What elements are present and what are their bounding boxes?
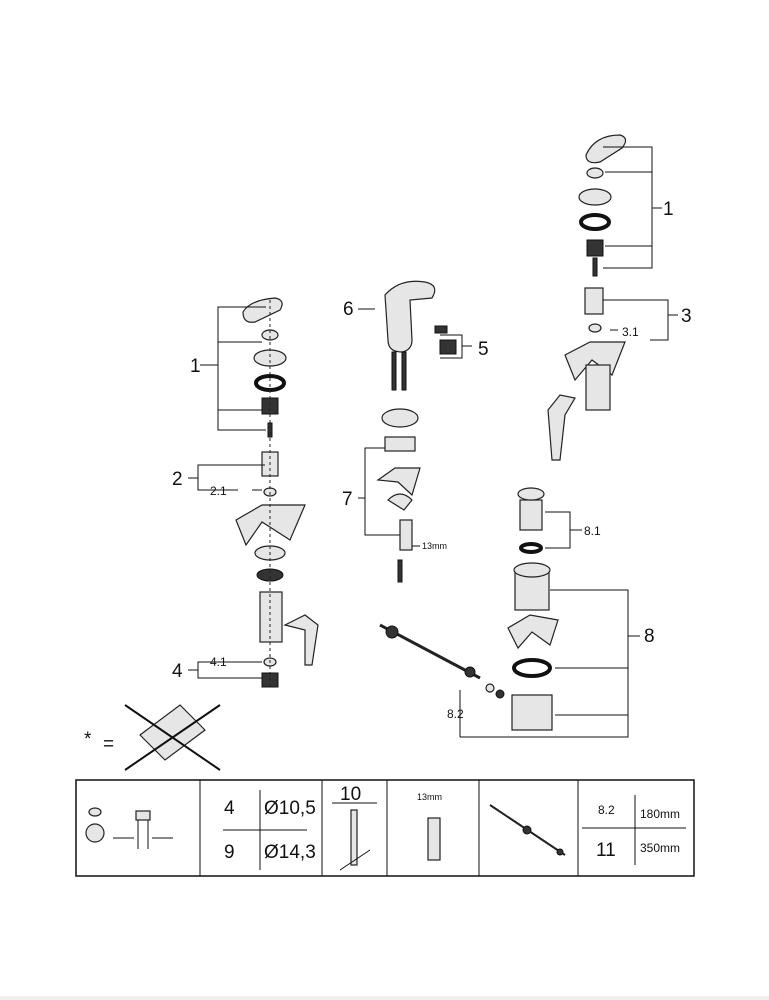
cleaner-box <box>139 704 206 761</box>
rod-ball <box>464 666 476 678</box>
asterisk: * <box>84 729 92 750</box>
rod-knob <box>385 625 399 639</box>
adapter <box>586 239 604 257</box>
nut-icon <box>85 823 105 843</box>
cross-line <box>124 704 221 771</box>
length-part-11: 11 <box>596 840 616 861</box>
wrench-icon <box>427 817 441 861</box>
right-handle <box>585 134 627 164</box>
no-cleaning-agent-note: * = <box>84 704 221 771</box>
nut <box>256 568 284 582</box>
drain-bracket <box>507 614 559 650</box>
callout-8-2: 8.2 <box>447 707 464 721</box>
spindle <box>592 257 598 277</box>
callout-2-1: 2.1 <box>210 484 227 498</box>
size-part-4: 4 <box>224 798 235 819</box>
rod-seal <box>485 683 495 693</box>
horseshoe-washer <box>387 493 413 511</box>
callout-5: 5 <box>478 339 489 360</box>
threaded-body <box>585 364 611 411</box>
washer <box>586 167 604 179</box>
mounting-nut <box>399 519 413 551</box>
callout-1-right: 1 <box>663 199 674 220</box>
threaded-body <box>259 591 283 643</box>
supply-pipe <box>401 351 407 391</box>
tool-10-icon <box>350 809 358 866</box>
length-value-11: 350mm <box>640 841 680 855</box>
size-part-9: 9 <box>224 842 235 863</box>
seal <box>588 323 602 333</box>
callout-3: 3 <box>681 306 692 327</box>
callout-8: 8 <box>644 626 655 647</box>
o-ring <box>579 213 611 231</box>
callout-4-1: 4.1 <box>210 655 227 669</box>
aerator <box>439 339 457 355</box>
cover-plate <box>578 188 612 206</box>
bracket <box>376 467 421 497</box>
wrench-size-label: 13mm <box>422 541 447 551</box>
base-gasket <box>381 408 419 428</box>
rod-nut <box>495 689 505 699</box>
wrench-size-table: 13mm <box>417 792 442 802</box>
callout-6: 6 <box>343 299 354 320</box>
cartridge <box>584 287 604 315</box>
drain-gasket <box>512 658 552 678</box>
supply-pipe <box>391 351 397 391</box>
drain-plug-cap <box>517 487 545 501</box>
callout-4: 4 <box>172 661 183 682</box>
left-valve-assembly: 1 2 2.1 4 4.1 <box>172 297 319 690</box>
adapter <box>261 397 279 415</box>
callout-3-1: 3.1 <box>622 325 639 339</box>
callout-8-1: 8.1 <box>584 524 601 538</box>
equals-sign: = <box>103 734 114 755</box>
page-bottom-edge <box>0 996 769 1000</box>
length-value-8-2: 180mm <box>640 807 680 821</box>
hose <box>283 614 319 666</box>
clamp-plate <box>384 436 416 452</box>
callout-2: 2 <box>172 469 183 490</box>
plug-seal <box>519 542 543 554</box>
washer-icon <box>88 807 102 817</box>
cover-plate <box>253 349 287 367</box>
drain-tailpiece <box>511 694 553 731</box>
aerator-seal <box>434 325 448 334</box>
size-diameter-9: Ø14,3 <box>264 842 316 863</box>
right-valve-assembly: 1 3 3.1 8.1 8 8.2 <box>447 134 692 738</box>
hose <box>547 394 576 461</box>
parts-table: 4 Ø10,5 9 Ø14,3 10 13mm 8.2 180mm 11 350… <box>75 779 695 877</box>
size-diameter-4: Ø10,5 <box>264 798 316 819</box>
threaded-rod <box>397 559 403 583</box>
pipe-section-icon <box>135 810 151 821</box>
center-faucet-assembly: 6 5 7 13mm <box>342 280 505 699</box>
left-handle <box>242 297 283 323</box>
drain-plug <box>519 499 543 531</box>
callout-1-left: 1 <box>190 356 201 377</box>
callout-7: 7 <box>342 489 353 510</box>
length-part-8-2: 8.2 <box>598 803 615 817</box>
tool-number: 10 <box>340 784 361 805</box>
drain-flange <box>513 562 551 578</box>
faucet-body <box>384 280 436 353</box>
